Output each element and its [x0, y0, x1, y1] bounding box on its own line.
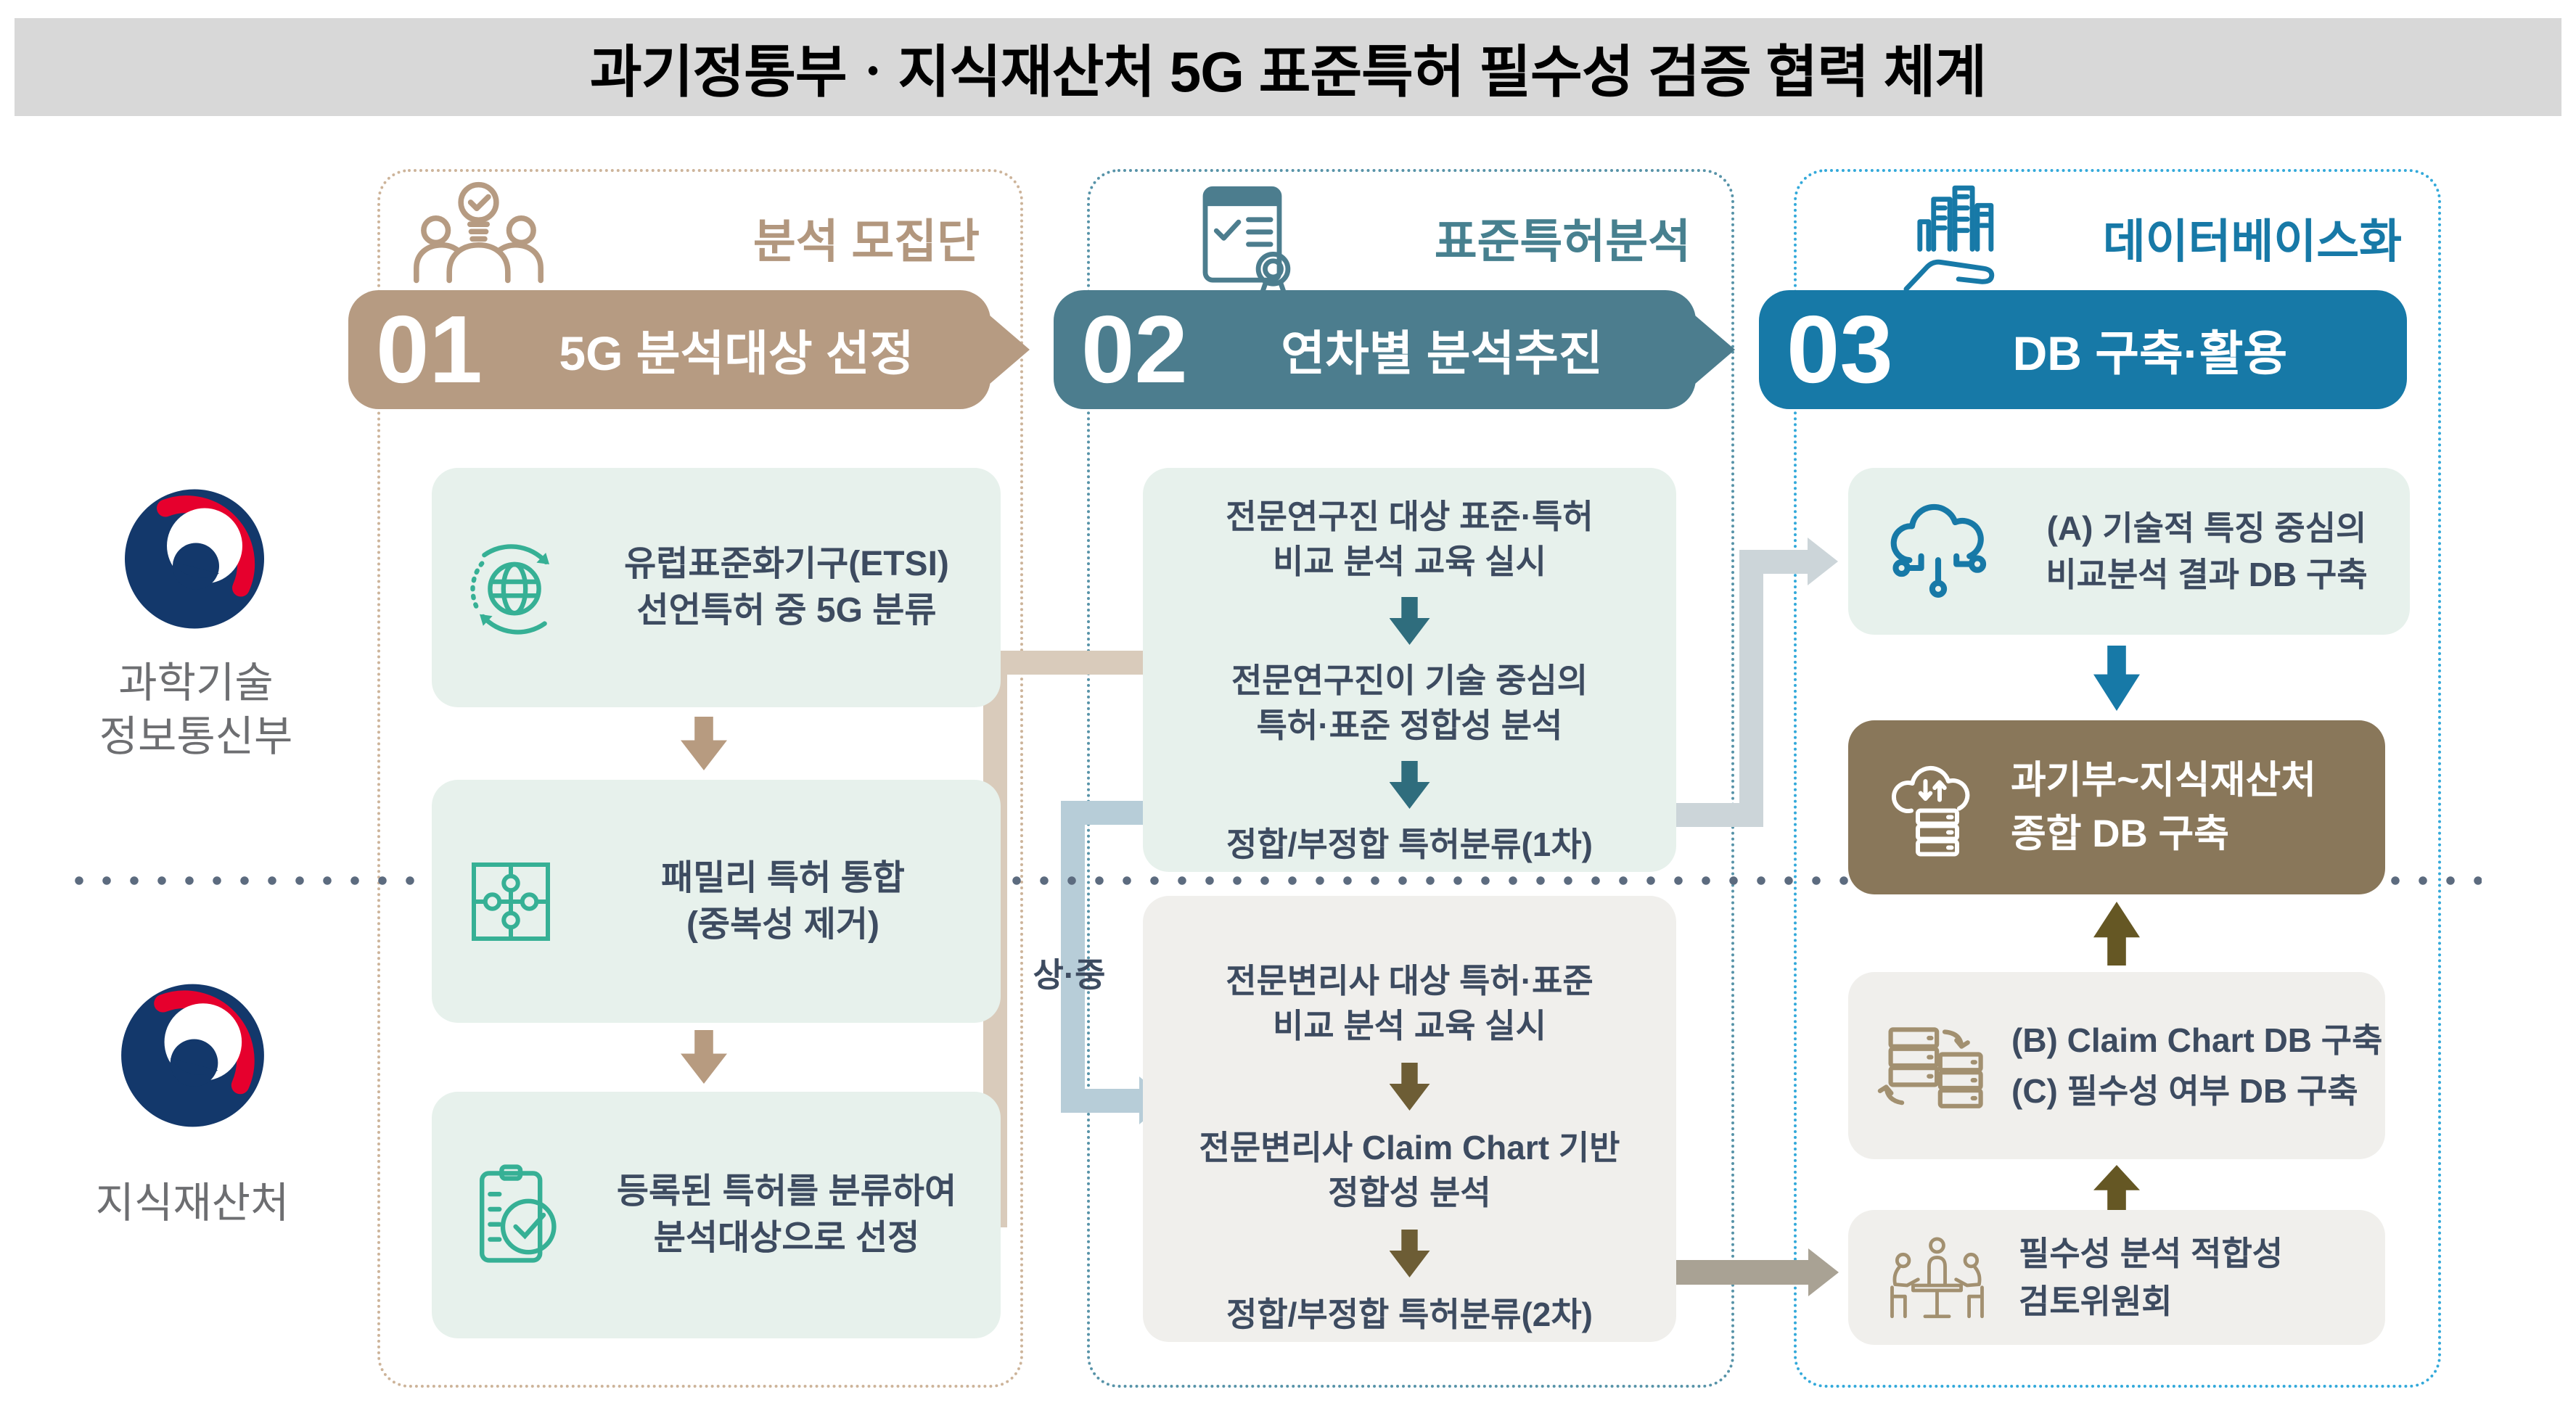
db-a-text: (A) 기술적 특징 중심의 비교분석 결과 DB 구축 — [2022, 505, 2410, 598]
step2-banner: 02 연차별 분석추진 — [1054, 290, 1696, 409]
attorney-step2-line1: 전문변리사 Claim Chart 기반 — [1199, 1129, 1620, 1166]
etsi-classification-box: 유럽표준화기구(ETSI) 선언특허 중 5G 분류 — [432, 468, 1001, 707]
integrated-db-line1: 과기부~지식재산처 — [2011, 759, 2317, 802]
connector-grade-vertical — [1061, 801, 1085, 1113]
committee-line2: 검토위원회 — [2019, 1283, 2173, 1320]
attorney-step2-line2: 정합성 분석 — [1328, 1174, 1491, 1211]
committee-meeting-icon — [1890, 1237, 1984, 1319]
connector-grade-bottom — [1061, 1089, 1141, 1113]
committee-text: 필수성 분석 적합성 검토위원회 — [2019, 1230, 2283, 1325]
etsi-box-line1: 유럽표준화기구(ETSI) — [624, 545, 949, 583]
etsi-box-text: 유럽표준화기구(ETSI) 선언특허 중 5G 분류 — [591, 541, 1001, 634]
attorney-step3: 정합/부정합 특허분류(2차) — [1226, 1296, 1593, 1333]
db-b-line: (B) Claim Chart DB 구축 — [2011, 1021, 2383, 1059]
registered-patent-box: 등록된 특허를 분류하여 분석대상으로 선정 — [432, 1092, 1001, 1338]
cloud-server-icon — [1891, 765, 1970, 857]
org-top-line1: 과학기술 — [118, 659, 274, 707]
integrated-db-text: 과기부~지식재산처 종합 DB 구축 — [2011, 754, 2316, 861]
db-a-line1: (A) 기술적 특징 중심의 — [2046, 509, 2367, 547]
attorney-step1-line1: 전문변리사 대상 특허·표준 — [1226, 962, 1593, 1000]
column2-header-label: 표준특허분석 — [1434, 215, 1691, 268]
grade-label: 상·중 — [1033, 956, 1106, 994]
researcher-process-box: 전문연구진 대상 표준·특허 비교 분석 교육 실시 전문연구진이 기술 중심의… — [1143, 468, 1676, 872]
step3-number: 03 — [1787, 296, 1893, 403]
registered-box-line1: 등록된 특허를 분류하여 — [616, 1172, 957, 1211]
db-a-box: (A) 기술적 특징 중심의 비교분석 결과 DB 구축 — [1848, 468, 2410, 635]
connector-class1-to-db-vertical — [1739, 561, 1763, 827]
db-bc-box: (B) Claim Chart DB 구축 (C) 필수성 여부 DB 구축 — [1848, 972, 2385, 1159]
committee-line1: 필수성 분석 적합성 — [2019, 1235, 2284, 1272]
flow-arrow-down-icon — [1389, 597, 1430, 645]
page-title: 과기정통부ㆍ지식재산처 5G 표준특허 필수성 검증 협력 체계 — [589, 39, 1987, 104]
attorney-step1: 전문변리사 대상 특허·표준 비교 분석 교육 실시 — [1226, 958, 1593, 1048]
registered-box-text: 등록된 특허를 분류하여 분석대상으로 선정 — [591, 1169, 1001, 1261]
etsi-box-line2: 선언특허 중 5G 분류 — [636, 591, 937, 630]
integrated-db-line2: 종합 DB 구축 — [2011, 812, 2230, 855]
researcher-step1-line2: 비교 분석 교육 실시 — [1273, 543, 1546, 580]
column1-frame — [377, 169, 1023, 1388]
researcher-step2: 전문연구진이 기술 중심의 특허·표준 정합성 분석 — [1231, 658, 1588, 748]
clipboard-check-icon — [480, 1164, 557, 1263]
step1-banner: 01 5G 분석대상 선정 — [348, 290, 990, 409]
db-a-line2: 비교분석 결과 DB 구축 — [2046, 556, 2368, 593]
msit-logo-icon — [122, 485, 267, 633]
column1-header-label: 분석 모집단 — [752, 215, 980, 268]
org-bottom-label: 지식재산처 — [95, 1179, 290, 1227]
flow-arrow-down-icon — [1389, 1230, 1430, 1277]
integrated-db-box: 과기부~지식재산처 종합 DB 구축 — [1848, 720, 2385, 894]
globe-sync-icon — [470, 544, 549, 635]
column3-frame — [1794, 169, 2441, 1388]
researcher-step1: 전문연구진 대상 표준·특허 비교 분석 교육 실시 — [1226, 494, 1593, 584]
column3-header-label: 데이터베이스화 — [2102, 215, 2402, 268]
puzzle-icon — [472, 862, 550, 941]
step3-banner: 03 DB 구축·활용 — [1759, 290, 2407, 409]
attorney-step2: 전문변리사 Claim Chart 기반 정합성 분석 — [1199, 1125, 1620, 1215]
registered-box-line2: 분석대상으로 선정 — [653, 1219, 920, 1257]
step1-number: 01 — [376, 296, 483, 403]
standard-patent-cert-icon — [1174, 178, 1323, 301]
connector-col1-to-col2-horizontal — [983, 651, 1152, 675]
database-hand-icon — [1882, 176, 2027, 300]
step2-number: 02 — [1081, 296, 1188, 403]
flow-arrow-down-icon — [1389, 1063, 1430, 1111]
kipo-logo-icon — [118, 979, 267, 1132]
family-box-line2: (중복성 제거) — [686, 905, 880, 944]
researcher-step2-line1: 전문연구진이 기술 중심의 — [1231, 662, 1588, 699]
researcher-step1-line1: 전문연구진 대상 표준·특허 — [1226, 498, 1593, 535]
db-c-line: (C) 필수성 여부 DB 구축 — [2011, 1072, 2358, 1110]
cloud-network-icon — [1890, 503, 1987, 598]
attorney-step1-line2: 비교 분석 교육 실시 — [1273, 1007, 1546, 1045]
step2-banner-label: 연차별 분석추진 — [1281, 326, 1603, 380]
org-top-line2: 정보통신부 — [99, 713, 293, 760]
step3-banner-label: DB 구축·활용 — [2012, 326, 2288, 380]
family-box-line1: 패밀리 특허 통합 — [661, 858, 905, 897]
family-patent-box: 패밀리 특허 통합 (중복성 제거) — [432, 780, 1001, 1023]
title-bar: 과기정통부ㆍ지식재산처 5G 표준특허 필수성 검증 협력 체계 — [15, 18, 2561, 116]
db-bc-text: (B) Claim Chart DB 구축 (C) 필수성 여부 DB 구축 — [2011, 1015, 2382, 1116]
researcher-step2-line2: 특허·표준 정합성 분석 — [1256, 707, 1563, 744]
family-box-text: 패밀리 특허 통합 (중복성 제거) — [584, 855, 1001, 948]
column2-frame — [1087, 169, 1734, 1388]
database-transfer-icon — [1877, 1027, 1983, 1108]
step1-banner-label: 5G 분석대상 선정 — [559, 326, 914, 380]
committee-box: 필수성 분석 적합성 검토위원회 — [1848, 1210, 2385, 1345]
connector-class1-to-db-top — [1739, 550, 1809, 574]
analysis-population-icon — [401, 176, 557, 297]
flow-arrow-down-icon — [1389, 761, 1430, 809]
attorney-process-box: 전문변리사 대상 특허·표준 비교 분석 교육 실시 전문변리사 Claim C… — [1143, 896, 1676, 1342]
org-top-label: 과학기술 정보통신부 — [36, 656, 356, 764]
researcher-step3: 정합/부정합 특허분류(1차) — [1226, 826, 1593, 863]
